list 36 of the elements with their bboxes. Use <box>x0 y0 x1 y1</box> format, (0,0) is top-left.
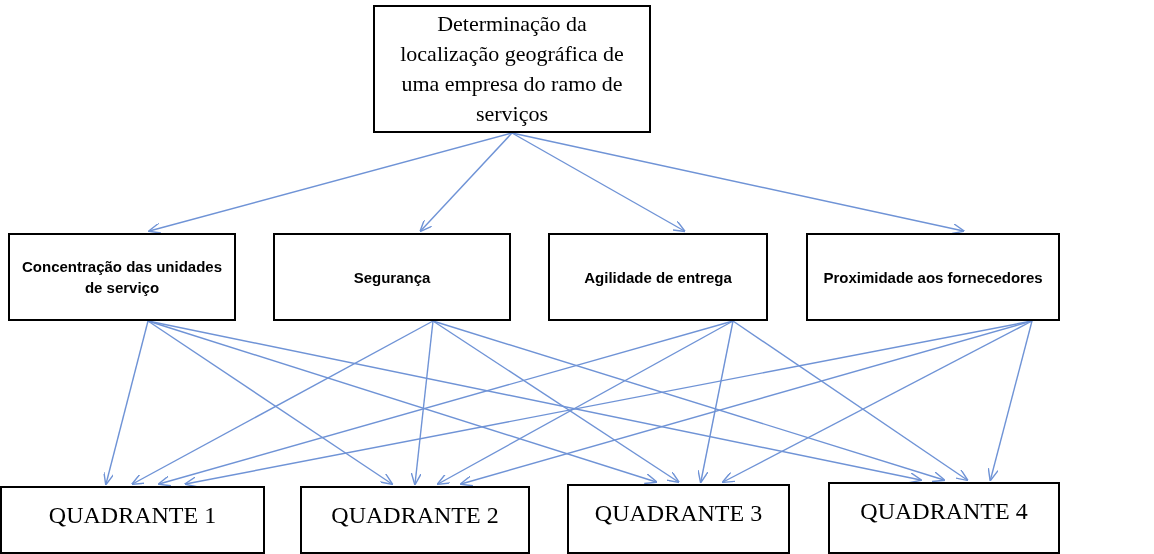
arrow <box>130 320 434 486</box>
arrow <box>157 320 734 487</box>
box-label: Proximidade aos fornecedores <box>823 267 1043 288</box>
box-label: QUADRANTE 4 <box>860 498 1028 525</box>
criterion-box <box>806 233 1060 321</box>
arrow <box>732 320 969 482</box>
box-label: Segurança <box>353 267 431 288</box>
box-label: QUADRANTE 3 <box>594 500 763 527</box>
arrow <box>436 320 734 486</box>
arrow <box>511 132 966 235</box>
criterion-box <box>273 233 511 321</box>
arrow <box>697 320 734 484</box>
arrow <box>147 132 513 234</box>
criterion-box <box>8 233 236 321</box>
quadrant-box <box>828 482 1060 554</box>
goal-box <box>373 5 651 133</box>
arrow <box>147 320 394 486</box>
quadrant-box <box>0 486 265 554</box>
box-label: Agilidade de entrega <box>584 267 732 288</box>
arrow <box>511 132 686 233</box>
arrow <box>410 320 434 486</box>
quadrant-box <box>567 484 790 554</box>
arrow <box>987 320 1033 482</box>
box-label: Determinação da localização geográfica de uma empresa do ramo de serviços <box>399 10 625 128</box>
arrow <box>103 320 149 486</box>
criterion-box <box>548 233 768 321</box>
quadrant-box <box>300 486 530 554</box>
arrow <box>432 320 946 483</box>
box-label: QUADRANTE 2 <box>331 502 499 529</box>
arrow <box>721 320 1033 484</box>
arrow <box>419 132 513 233</box>
arrow <box>147 320 658 485</box>
arrow <box>459 320 1033 487</box>
box-label: QUADRANTE 1 <box>48 502 217 529</box>
box-label: Concentração das unidades de serviço <box>20 257 224 298</box>
arrow <box>432 320 681 484</box>
